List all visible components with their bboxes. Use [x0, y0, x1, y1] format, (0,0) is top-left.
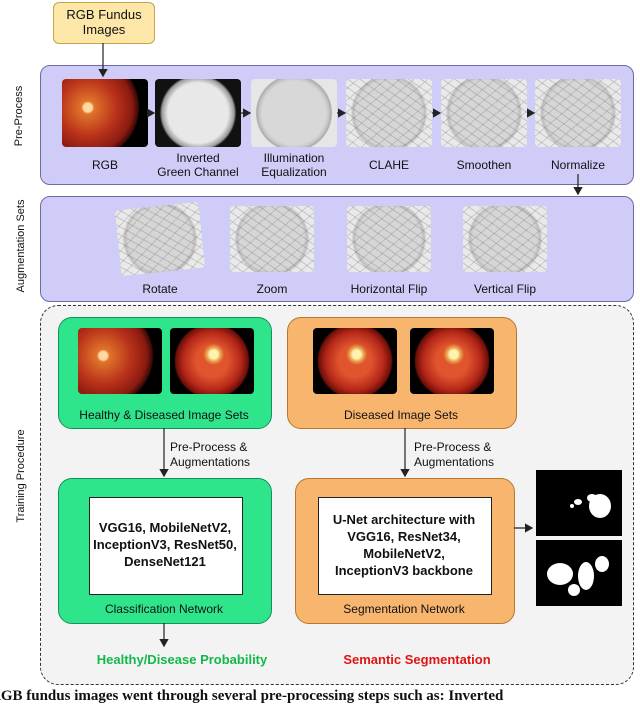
input-box: RGB Fundus Images — [53, 2, 155, 44]
segmentation-network-label: Segmentation Network — [343, 602, 465, 616]
mask-shape-1 — [570, 494, 611, 518]
step-label-illumination: Illumination Equalization — [261, 151, 327, 179]
step-image-clahe — [346, 79, 432, 147]
diseased-image — [170, 328, 254, 394]
step-label-normalize: Normalize — [550, 158, 605, 172]
input-label: RGB Fundus Images — [66, 7, 142, 37]
segmentation-models: U-Net architecture with VGG16, ResNet34,… — [332, 512, 476, 578]
classification-image-caption: Healthy & Diseased Image Sets — [79, 408, 249, 422]
segmentation-output: Semantic Segmentation — [343, 652, 491, 667]
seg-diseased-image-1 — [313, 328, 397, 394]
aug-image-vertical-flip — [463, 206, 547, 272]
step-image-smoothen — [441, 79, 527, 147]
step-image-rgb — [62, 79, 148, 147]
seg-diseased-image-2 — [410, 328, 494, 394]
aug-image-rotate — [114, 201, 206, 277]
mask-shape-2 — [547, 556, 609, 596]
classification-models: VGG16, MobileNetV2, InceptionV3, ResNet5… — [93, 520, 237, 569]
aug-label-vertical-flip: Vertical Flip — [473, 282, 537, 296]
step-image-normalize — [535, 79, 621, 147]
augmentation-side-label: Augmentation Sets — [15, 199, 27, 293]
step-image-inverted-green — [155, 79, 241, 147]
training-side-label: Training Procedure — [15, 429, 27, 523]
aug-image-zoom — [230, 206, 314, 272]
aug-label-horizontal-flip: Horizontal Flip — [350, 282, 428, 296]
step-label-smoothen: Smoothen — [456, 158, 512, 172]
step-label-clahe: CLAHE — [368, 158, 409, 172]
aug-label-rotate: Rotate — [142, 282, 178, 296]
segmentation-mask-2 — [536, 540, 622, 606]
classification-network-label: Classification Network — [104, 602, 224, 616]
segmentation-step-label: Pre-Process & Augmentations — [414, 440, 495, 469]
healthy-image — [78, 328, 162, 394]
classification-models-box — [89, 497, 243, 595]
segmentation-models-box — [318, 497, 492, 595]
step-image-illumination — [251, 79, 337, 147]
step-label-inverted-green: Inverted Green Channel — [157, 151, 239, 179]
preprocess-side-label: Pre-Process — [13, 85, 25, 147]
segmentation-image-caption: Diseased Image Sets — [343, 408, 459, 422]
aug-image-horizontal-flip — [347, 206, 431, 272]
figure-caption: RGB fundus images went through several p… — [0, 688, 504, 704]
segmentation-mask-1 — [536, 470, 622, 536]
step-label-rgb: RGB — [91, 158, 118, 172]
aug-label-zoom: Zoom — [256, 282, 288, 296]
classification-step-label: Pre-Process & Augmentations — [170, 440, 251, 469]
classification-output: Healthy/Disease Probability — [96, 652, 268, 667]
